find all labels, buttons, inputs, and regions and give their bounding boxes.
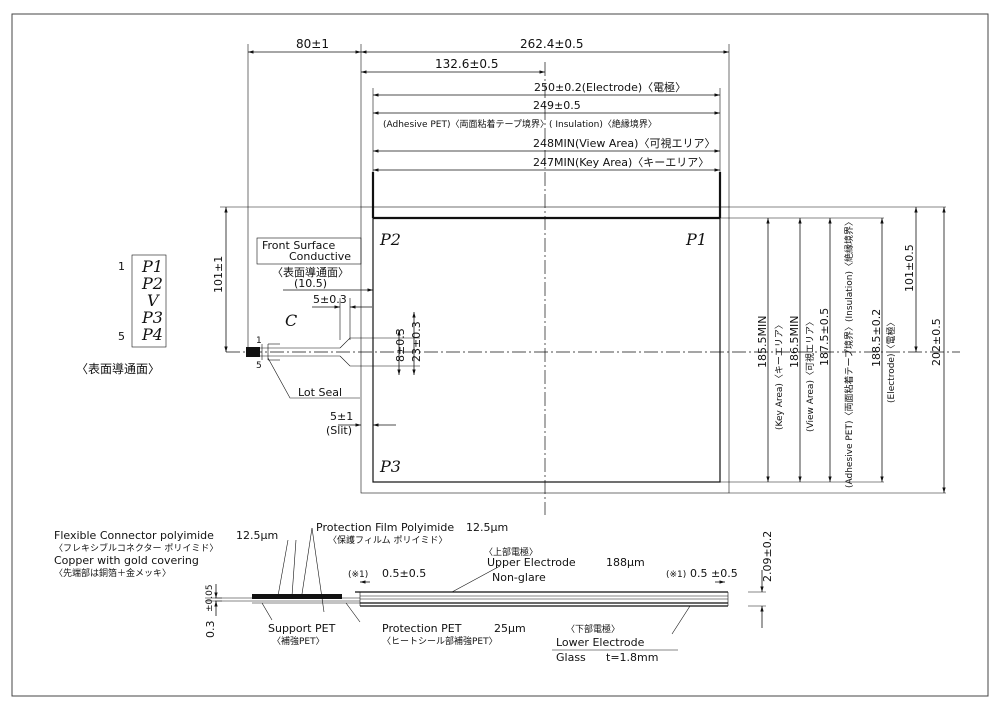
pin-5-marker: 5	[256, 361, 262, 371]
dim-8-label: 8±0.3	[394, 328, 407, 362]
upper-electrode-jp: 〈上部電極〉	[484, 546, 538, 558]
note-1b: (※1)	[666, 570, 686, 580]
copper-label-en: Copper with gold covering	[54, 554, 199, 567]
pin-entry: V	[147, 291, 160, 310]
dim-248-label: 248MIN(View Area)〈可視エリア〉	[533, 136, 715, 150]
glass-label: Glass	[556, 651, 586, 664]
dim-0-3: 0.3	[204, 621, 217, 639]
fpc-label-en: Flexible Connector polyimide	[54, 529, 214, 542]
dim-5-label: 5±0.3	[313, 293, 347, 306]
support-pet-jp: 〈補強PET〉	[272, 635, 325, 647]
pin-entry: P4	[141, 325, 163, 344]
dim-23-label: 23±0.3	[410, 321, 423, 362]
dim-101-right-label: 101±0.5	[903, 244, 916, 292]
slit-dim-label: 5±1	[330, 410, 353, 423]
pin-1-marker: 1	[256, 336, 262, 346]
pin-table-first: 1	[118, 260, 125, 273]
protection-film-thickness: 12.5μm	[466, 521, 508, 534]
lot-seal-label: Lot Seal	[298, 386, 342, 399]
dim-10-5-label: (10.5)	[294, 277, 327, 290]
dim-132-label: 132.6±0.5	[435, 57, 499, 71]
front-surface-jp: 〈表面導通面〉	[272, 265, 349, 279]
front-surface-line2: Conductive	[289, 250, 351, 263]
pin-entry: P2	[141, 274, 163, 293]
corner-label-p3: P3	[379, 457, 401, 476]
dim-186-desc: (View Area)〈可視エリア〉	[804, 317, 816, 432]
lower-electrode-jp: 〈下部電極〉	[566, 623, 620, 635]
dim-250-label: 250±0.2(Electrode)〈電極〉	[534, 80, 686, 94]
upper-electrode-label: Upper Electrode	[487, 556, 576, 569]
copper-label-jp: 〈先端部は銅箔＋金メッキ〉	[54, 567, 171, 579]
dim-188-label: 188.5±0.2	[870, 309, 883, 367]
dim-2-09: 2.09±0.2	[761, 531, 774, 582]
pin-entry: P1	[141, 257, 163, 276]
dim-0-05: ±0.05	[205, 584, 215, 612]
dim-185-desc: (Key Area)〈キーエリア〉	[774, 320, 785, 430]
slit-label: (Slit)	[326, 424, 352, 437]
dim-247-label: 247MIN(Key Area)〈キーエリア〉	[533, 156, 709, 169]
note-1a: (※1)	[348, 570, 368, 580]
protection-pet-label: Protection PET	[382, 622, 462, 635]
protection-film-label: Protection Film Polyimide	[316, 521, 454, 534]
dim-0-5a: 0.5±0.5	[382, 567, 426, 580]
protection-pet-jp: 〈ヒートシール部補強PET〉	[382, 635, 498, 647]
dim-262-label: 262.4±0.5	[520, 37, 584, 51]
front-surface-box: Front Surface Conductive 〈表面導通面〉	[256, 237, 362, 279]
right-dimensions: 185.5MIN (Key Area)〈キーエリア〉 186.5MIN (Vie…	[756, 207, 946, 493]
protection-film-jp: 〈保護フィルム ポリイミド〉	[328, 534, 448, 546]
dim-101-left-label: 101±1	[212, 256, 225, 293]
glass-thickness: t=1.8mm	[606, 651, 658, 664]
cross-section	[205, 527, 766, 635]
fpc-thickness: 12.5μm	[236, 529, 278, 542]
dim-202-label: 202±0.5	[930, 318, 943, 366]
lower-electrode-label: Lower Electrode	[556, 636, 645, 649]
dim-187-label: 187.5±0.5	[818, 308, 831, 366]
dim-0-5b: 0.5 ±0.5	[690, 567, 738, 580]
front-surface-line1: Front Surface	[262, 239, 335, 252]
corner-label-p2: P2	[379, 230, 401, 249]
pin-entry: P3	[141, 308, 163, 327]
support-pet-label: Support PET	[268, 622, 336, 635]
fpc-tail	[246, 337, 373, 367]
dim-249-label: 249±0.5	[533, 99, 581, 112]
dim-187-desc: (Adhesive PET)〈両面粘着テープ境界〉(Insulation)〈絶縁…	[843, 217, 855, 488]
panel-outline	[220, 62, 960, 515]
detail-c-label: C	[285, 311, 297, 330]
corner-label-p1: P1	[685, 230, 707, 249]
pin-table-last: 5	[118, 330, 125, 343]
dim-185-label: 185.5MIN	[756, 316, 769, 368]
top-dimensions: 80±1 262.4±0.5 132.6±0.5 250±0.2(Electro…	[247, 37, 730, 352]
non-glare-label: Non-glare	[492, 571, 546, 584]
dim-249-desc: (Adhesive PET)〈両面粘着テープ境界〉( Insulation)〈絶…	[383, 118, 657, 130]
dim-186-label: 186.5MIN	[788, 316, 801, 368]
fpc-label-jp: 〈フレキシブルコネクター ポリイミド〉	[54, 542, 218, 554]
protection-pet-thickness: 25μm	[494, 622, 526, 635]
dim-80-label: 80±1	[296, 37, 329, 51]
pin-table: 1 5 P1 P2 V P3 P4 〈表面導通面〉	[76, 254, 167, 376]
upper-electrode-thickness: 188μm	[606, 556, 645, 569]
dim-188-desc: (Electrode)〈電極〉	[885, 318, 897, 403]
pin-table-caption: 〈表面導通面〉	[76, 362, 160, 376]
drawing-frame	[11, 13, 989, 697]
